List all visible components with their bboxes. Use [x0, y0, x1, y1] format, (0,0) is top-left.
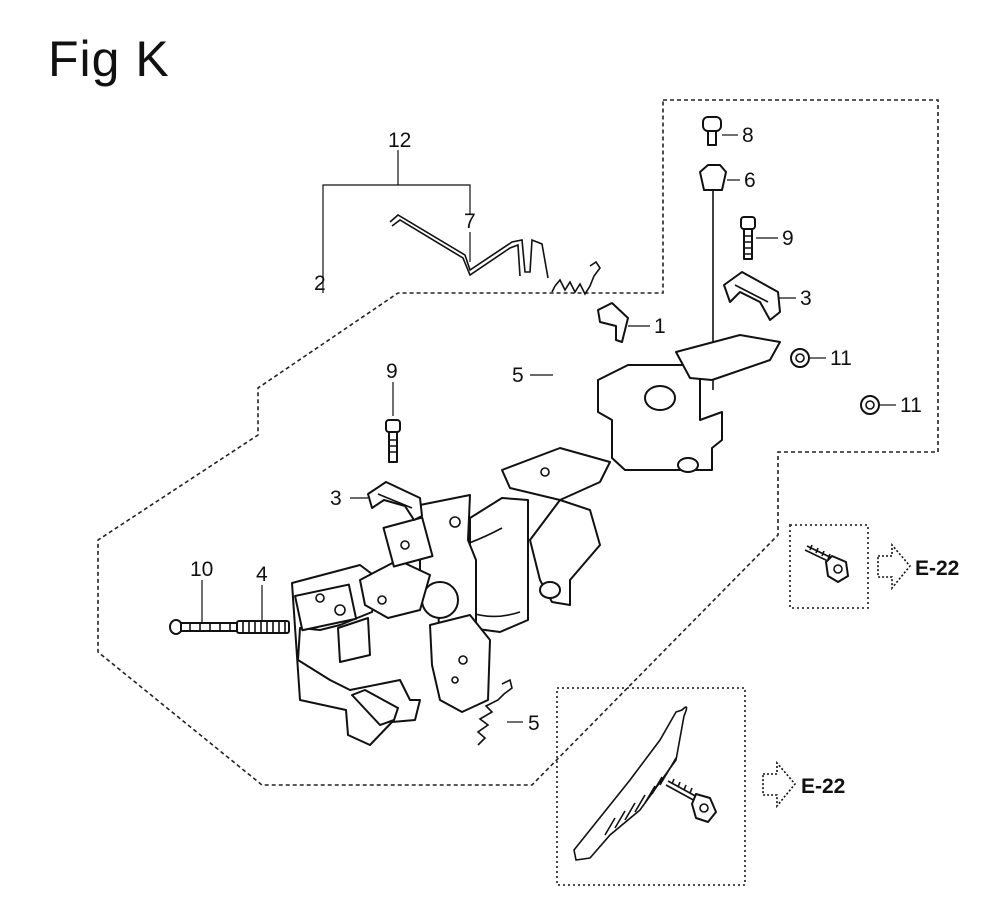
spring-part-4	[236, 620, 290, 634]
callout-8: 8	[742, 124, 754, 147]
callout-9-lower: 9	[386, 360, 398, 383]
governor-rod	[389, 214, 549, 279]
callout-2: 2	[314, 272, 326, 295]
callout-10: 10	[190, 558, 213, 581]
reference-screw-icon	[665, 778, 717, 823]
nut-part-11-upper	[790, 348, 810, 368]
callout-9-upper: 9	[782, 227, 794, 250]
callout-7: 7	[464, 210, 476, 233]
clamp-part-3-lower	[367, 481, 423, 521]
callout-6: 6	[744, 169, 756, 192]
callout-3-lower: 3	[330, 487, 342, 510]
callout-11-upper: 11	[830, 347, 852, 370]
callout-11-lower: 11	[900, 394, 922, 417]
reference-box-bolt	[789, 524, 869, 609]
nut-part-11-lower	[860, 395, 880, 415]
spring-part-5-upper	[551, 260, 601, 296]
reference-arrow-icon-2	[762, 760, 797, 809]
reference-bolt-icon	[804, 544, 849, 583]
callout-bracket-12	[322, 184, 471, 293]
assembly-boundary	[97, 99, 939, 786]
reference-arrow-icon	[877, 542, 912, 591]
reference-label-2: E-22	[801, 775, 845, 798]
bolt-part-9-upper	[740, 216, 756, 260]
bolt-part-8	[702, 116, 722, 146]
screw-part-10	[169, 619, 238, 635]
reference-box-spring	[556, 687, 746, 886]
clamp-part-3-upper	[723, 271, 781, 321]
callout-5-lower: 5	[528, 712, 540, 735]
callout-5-upper: 5	[512, 364, 524, 387]
control-base-bracket	[291, 334, 781, 746]
callout-3-upper: 3	[800, 287, 812, 310]
figure-title: Fig K	[48, 31, 170, 87]
clip-part-1	[597, 302, 629, 343]
reference-label-1: E-22	[915, 557, 959, 580]
callout-4: 4	[256, 563, 268, 586]
spring-part-5-lower	[476, 678, 513, 746]
callout-12: 12	[388, 129, 411, 152]
bolt-part-9-lower	[385, 419, 401, 463]
callout-1: 1	[654, 315, 666, 338]
reference-spring-icon	[573, 706, 688, 861]
